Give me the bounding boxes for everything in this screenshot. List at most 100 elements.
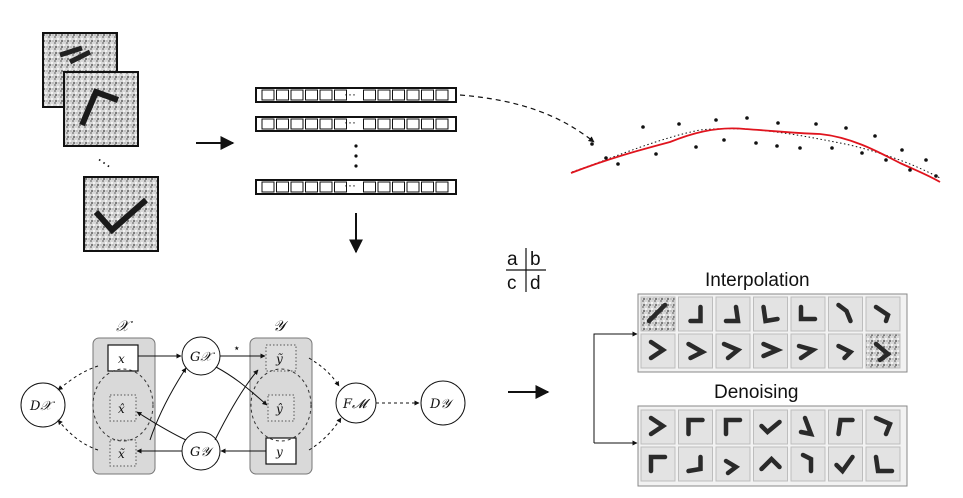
star-marker: ⋆ <box>233 341 241 355</box>
feature-vectors <box>255 87 457 195</box>
noisy-digit-image <box>83 176 159 252</box>
node-x-tilde-label: x̃ <box>118 447 125 461</box>
manifold-point <box>616 162 620 166</box>
node-x-tilde <box>109 439 137 467</box>
node-x-hat <box>109 394 137 422</box>
node-d-y-label: D𝒴 <box>429 397 454 412</box>
manifold-point <box>694 145 698 149</box>
feature-vector <box>255 87 457 103</box>
digit-tile <box>753 409 788 445</box>
digit-tile <box>678 446 713 482</box>
manifold-point <box>590 142 594 146</box>
digit-tile <box>828 333 863 369</box>
node-f-m-label: F𝓜 <box>342 397 371 412</box>
manifold-point <box>775 144 779 148</box>
graph-model: 𝒳 𝒴 x x̂ x̃ ỹ ŷ y G𝒳 G𝒴 D𝒳 F𝓜 D𝒴 ⋆ <box>20 317 466 475</box>
interpolation-tiles <box>640 296 901 369</box>
legend-c: c <box>507 273 517 294</box>
node-y-label: y <box>275 445 283 459</box>
stack-ellipsis: ··· <box>93 151 116 174</box>
manifold-point <box>844 126 848 130</box>
node-y-hat-label: ŷ <box>275 402 283 416</box>
digit-tile <box>790 409 826 445</box>
manifold-point <box>714 118 718 122</box>
digit-tile <box>828 296 863 332</box>
manifold-point <box>934 174 938 178</box>
vertical-ellipsis <box>354 144 358 168</box>
node-x <box>107 344 139 372</box>
denoising-title: Denoising <box>714 382 799 403</box>
digit-tile <box>753 296 788 332</box>
node-y-tilde-label: ỹ <box>275 352 283 366</box>
digit-tile <box>640 296 676 332</box>
digit-tile <box>715 409 751 445</box>
node-y-tilde <box>265 344 297 372</box>
digit-tile <box>715 446 751 482</box>
vector-ellipsis: ··· <box>344 178 356 192</box>
node-y <box>265 437 297 465</box>
digit-tile <box>790 333 826 369</box>
vector-ellipsis: ··· <box>344 87 356 101</box>
node-x-label: x <box>118 352 125 366</box>
vector-ellipsis: ··· <box>344 115 356 129</box>
manifold-point <box>641 125 645 129</box>
space-x-label: 𝒳 <box>116 317 133 335</box>
node-d-x <box>20 382 66 428</box>
node-d-y <box>420 380 466 426</box>
digit-tile <box>678 409 713 445</box>
digit-tile <box>753 446 788 482</box>
denoising-tiles <box>640 409 901 482</box>
manifold-dotted-curve <box>571 128 941 179</box>
manifold-plot <box>570 116 941 183</box>
digit-tile <box>828 446 863 482</box>
noisy-digit-stack: ··· <box>42 32 159 252</box>
manifold-point <box>745 116 749 120</box>
legend-a: a <box>507 249 518 270</box>
manifold-point <box>754 141 758 145</box>
digit-tile <box>753 333 788 369</box>
manifold-red-curve <box>570 127 941 183</box>
feature-vector <box>255 116 457 132</box>
digit-tile <box>678 333 713 369</box>
manifold-point <box>924 158 928 162</box>
digit-tile <box>865 296 901 332</box>
digit-tile <box>640 409 676 445</box>
space-y-label: 𝒴 <box>273 317 289 335</box>
digit-tile <box>828 409 863 445</box>
manifold-point <box>873 134 877 138</box>
graph-edges <box>136 353 268 454</box>
manifold-points <box>590 116 938 178</box>
manifold-point <box>677 122 681 126</box>
cycle-loop-x <box>92 368 154 442</box>
node-x-hat-label: x̂ <box>118 402 125 416</box>
node-y-hat <box>267 394 295 422</box>
digit-tile <box>640 333 676 369</box>
manifold-point <box>722 138 726 142</box>
dashed-arrow-to-manifold <box>459 94 595 143</box>
manifold-point <box>798 146 802 150</box>
digit-tile <box>715 296 751 332</box>
digit-tile <box>678 296 713 332</box>
result-bracket <box>593 331 638 446</box>
manifold-point <box>860 151 864 155</box>
legend-b: b <box>530 249 541 270</box>
manifold-point <box>776 121 780 125</box>
digit-tile <box>865 446 901 482</box>
noisy-digit-image <box>63 71 139 147</box>
grid-legend: a b c d <box>506 248 546 294</box>
manifold-point <box>908 168 912 172</box>
manifold-point <box>830 146 834 150</box>
manifold-point <box>814 122 818 126</box>
graph-dashed-edges <box>57 357 420 451</box>
node-d-x-label: D𝒳 <box>29 399 55 414</box>
cycle-loop-y <box>250 368 312 442</box>
manifold-point <box>654 152 658 156</box>
manifold-point <box>884 158 888 162</box>
manifold-point <box>900 148 904 152</box>
interpolation-title: Interpolation <box>705 270 810 291</box>
node-g-y-label: G𝒴 <box>190 445 214 460</box>
manifold-point <box>604 156 608 160</box>
digit-tile <box>865 409 901 445</box>
digit-tile <box>865 333 901 369</box>
